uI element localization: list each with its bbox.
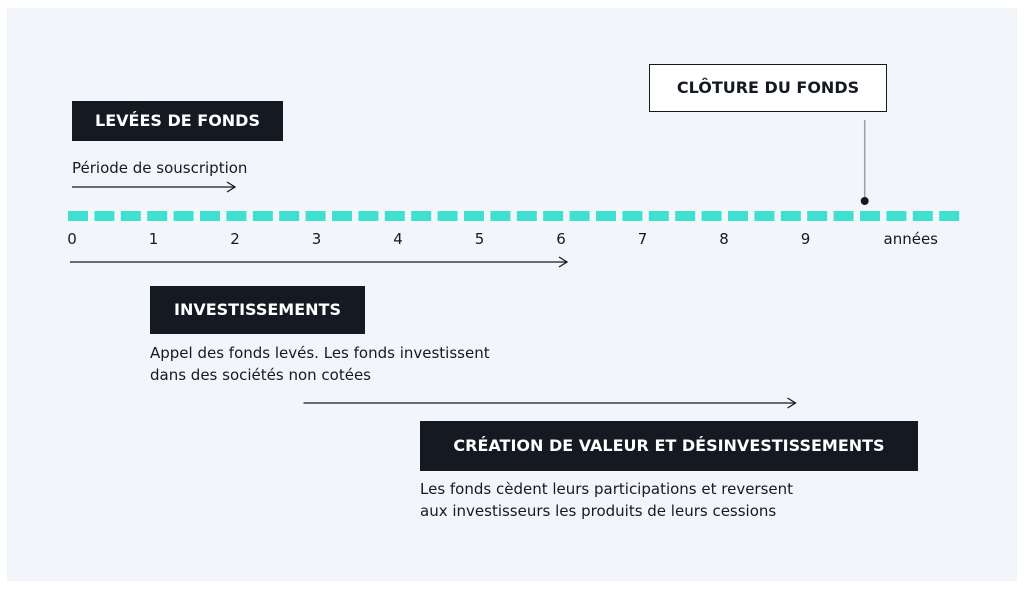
timeline-dash xyxy=(516,211,537,221)
timeline-tick-label: 6 xyxy=(556,230,566,248)
timeline-dash xyxy=(569,211,590,221)
closing-title: CLÔTURE DU FONDS xyxy=(649,64,887,112)
timeline-dash xyxy=(384,211,405,221)
fundraising-description: Période de souscription xyxy=(72,159,248,177)
investments-arrow xyxy=(70,256,569,268)
fundraising-title: LEVÉES DE FONDS xyxy=(72,101,283,141)
investments-description: Appel des fonds levés. Les fonds investi… xyxy=(150,342,490,386)
timeline-dash xyxy=(120,211,141,221)
timeline-dash xyxy=(780,211,801,221)
timeline-dash xyxy=(807,211,828,221)
investments-title: INVESTISSEMENTS xyxy=(150,286,365,334)
value-creation-arrow xyxy=(303,397,797,409)
timeline-tick-label: 9 xyxy=(801,230,811,248)
phase-arrows xyxy=(70,181,797,409)
timeline-dash xyxy=(68,211,88,221)
timeline-dash xyxy=(437,211,458,221)
timeline-tick-label: 1 xyxy=(149,230,159,248)
timeline-dash xyxy=(147,211,168,221)
timeline-dash xyxy=(701,211,722,221)
timeline-tick-label: 4 xyxy=(393,230,403,248)
timeline-tick-label: 2 xyxy=(230,230,240,248)
investments-description-line1: Appel des fonds levés. Les fonds investi… xyxy=(150,344,490,362)
timeline-dash xyxy=(464,211,484,221)
timeline-dash xyxy=(226,211,247,221)
timeline-dash xyxy=(173,211,194,221)
investments-description-line2: dans des sociétés non cotées xyxy=(150,366,372,384)
timeline-dash xyxy=(279,211,300,221)
timeline-dash xyxy=(305,211,326,221)
timeline-dash xyxy=(648,211,669,221)
timeline-tick-label: 0 xyxy=(67,230,77,248)
timeline-dash xyxy=(728,211,748,221)
timeline-dash xyxy=(200,211,220,221)
timeline-tick-label: 3 xyxy=(312,230,322,248)
value-creation-description: Les fonds cèdent leurs participations et… xyxy=(420,478,793,522)
value-creation-description-line2: aux investisseurs les produits de leurs … xyxy=(420,502,777,520)
timeline-dash xyxy=(833,211,854,221)
timeline-tick-label: 8 xyxy=(719,230,729,248)
timeline-dash xyxy=(490,211,511,221)
closing-marker xyxy=(860,197,869,205)
timeline-axis xyxy=(68,211,960,221)
value-creation-description-line1: Les fonds cèdent leurs participations et… xyxy=(420,480,794,498)
timeline-dash xyxy=(411,211,432,221)
timeline-dash xyxy=(939,211,960,221)
timeline-tick-label: 7 xyxy=(638,230,648,248)
timeline-dash xyxy=(332,211,352,221)
timeline-dash xyxy=(596,211,616,221)
value-creation-title: CRÉATION DE VALEUR ET DÉSINVESTISSEMENTS xyxy=(420,421,918,471)
fundraising-arrow xyxy=(72,181,237,193)
timeline-dash xyxy=(675,211,696,221)
timeline-dash xyxy=(543,211,564,221)
timeline-dash xyxy=(358,211,379,221)
timeline-dash xyxy=(886,211,907,221)
timeline-unit-label: années xyxy=(884,230,939,248)
timeline-dash xyxy=(94,211,115,221)
timeline-tick-label: 5 xyxy=(475,230,485,248)
timeline-dash xyxy=(860,211,880,221)
timeline-dash xyxy=(622,211,643,221)
timeline-ticks: 0 1 2 3 4 5 6 7 8 9 xyxy=(67,230,810,248)
timeline-dash xyxy=(912,211,933,221)
timeline-dash xyxy=(754,211,775,221)
timeline-dash xyxy=(252,211,273,221)
